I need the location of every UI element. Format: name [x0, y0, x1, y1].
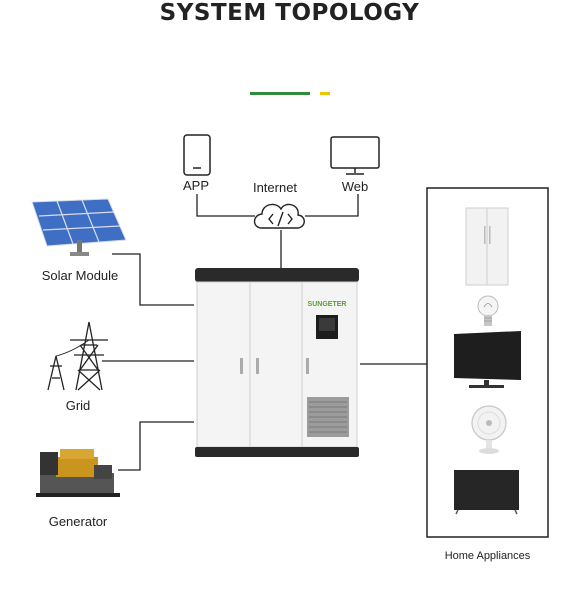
tv-icon: [454, 470, 519, 515]
refrigerator-icon: [465, 207, 509, 286]
internet-label: Internet: [252, 180, 298, 195]
line-app-internet: [196, 194, 255, 217]
light-bulb-icon: [477, 295, 499, 326]
appliances-box: [426, 187, 549, 538]
app-label: APP: [182, 178, 209, 193]
grid-label: Grid: [65, 398, 91, 413]
home-appliances-label: Home Appliances: [444, 550, 531, 562]
line-generator-cabinet: [118, 421, 194, 471]
fan-icon: [471, 405, 507, 454]
power-tower-icon: [47, 321, 108, 391]
title-underline-green: [250, 92, 310, 95]
generator-icon: [36, 449, 120, 497]
connection-lines: [102, 194, 427, 471]
generator-label: Generator: [48, 514, 108, 529]
smartphone-icon: [183, 134, 211, 176]
title-underline-yellow: [320, 92, 330, 95]
diagram-title: SYSTEM TOPOLOGY: [159, 0, 420, 26]
line-solar-cabinet: [112, 253, 194, 306]
solar-module-label: Solar Module: [41, 268, 119, 283]
web-label: Web: [341, 179, 369, 194]
solar-panel-icon: [31, 198, 127, 256]
energy-storage-cabinet-icon: [195, 268, 359, 457]
cloud-code-icon: [253, 203, 305, 229]
monitor-icon: [454, 331, 521, 388]
cabinet-brand-logo: SUNGETER: [308, 301, 347, 308]
line-web-internet: [305, 194, 359, 217]
web-monitor-icon: [330, 136, 380, 175]
